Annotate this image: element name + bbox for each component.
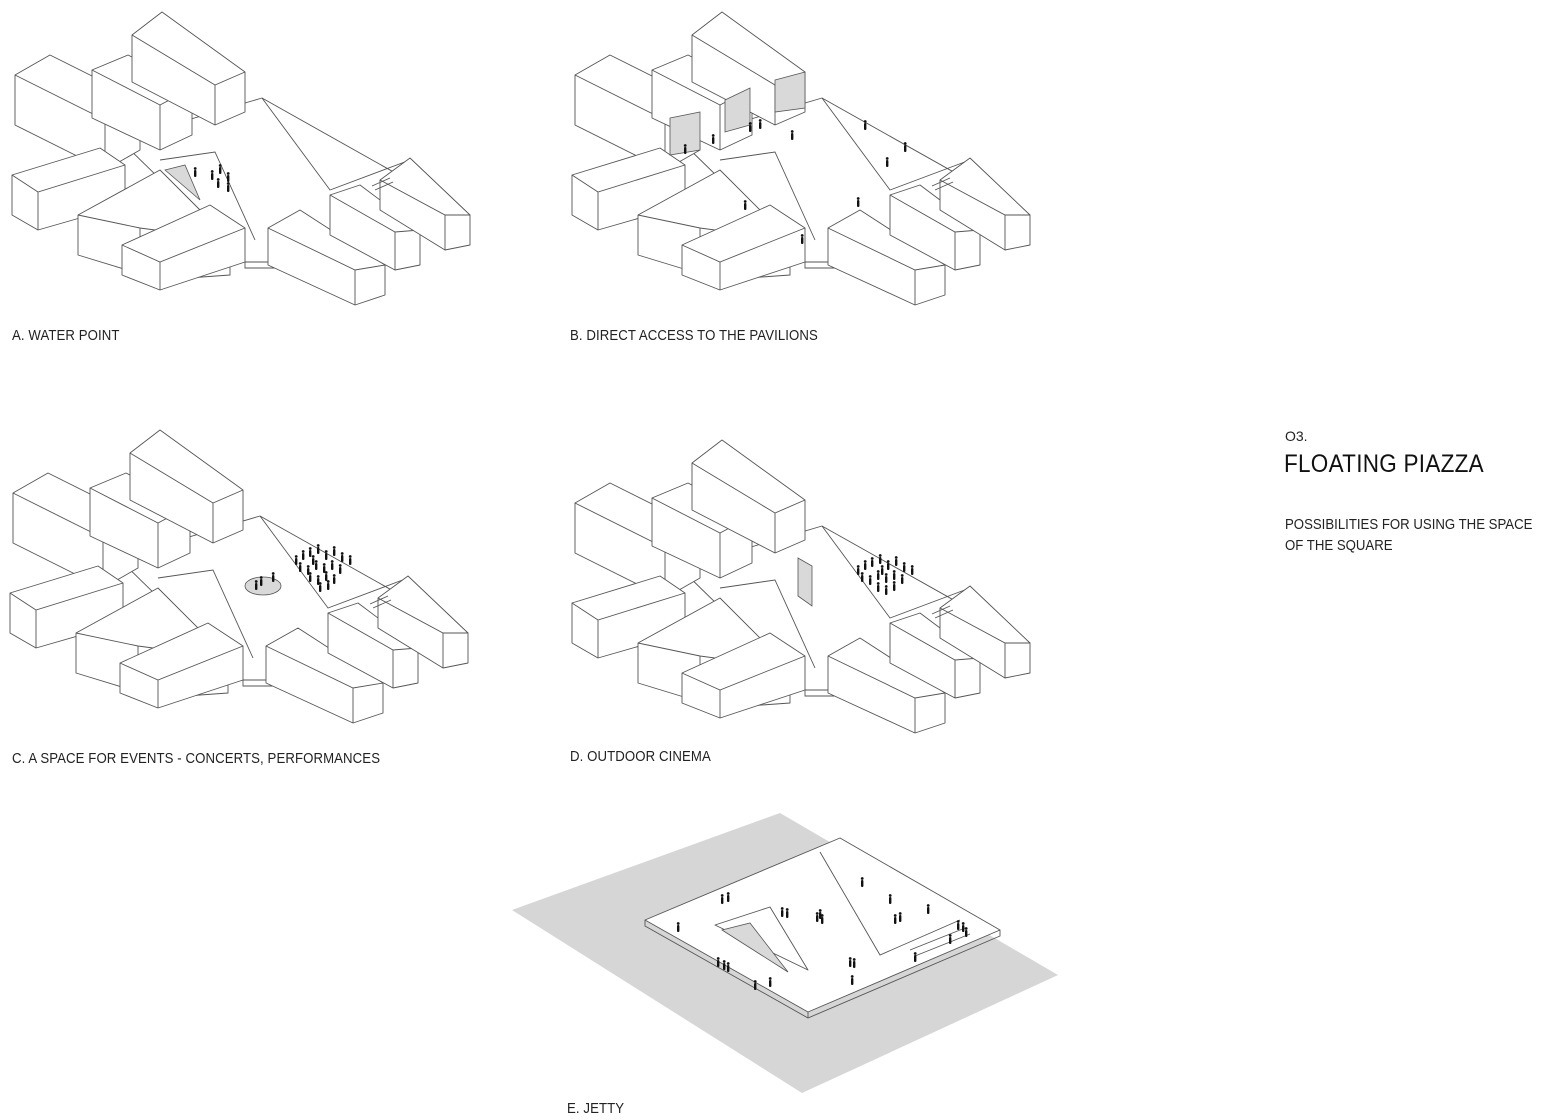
subtitle-line: POSSIBILITIES FOR USING THE SPACE bbox=[1285, 516, 1533, 533]
page-title: FLOATING PIAZZA bbox=[1284, 450, 1484, 478]
cinema-screen bbox=[797, 557, 813, 607]
panel-e-caption: E. JETTY bbox=[567, 1100, 625, 1117]
panel-d-drawing bbox=[571, 439, 1031, 734]
water-point-basin bbox=[720, 922, 789, 973]
panel-a-drawing bbox=[11, 11, 471, 306]
panel-b-drawing bbox=[571, 11, 1031, 306]
event-stage bbox=[244, 576, 282, 596]
pavilion-opening bbox=[774, 71, 806, 113]
page-subtitle: POSSIBILITIES FOR USING THE SPACE OF THE… bbox=[1285, 514, 1549, 556]
panel-b-caption: B. DIRECT ACCESS TO THE PAVILIONS bbox=[570, 327, 818, 344]
panel-c-caption: C. A SPACE FOR EVENTS - CONCERTS, PERFOR… bbox=[12, 750, 381, 767]
panel-c-drawing bbox=[9, 429, 469, 724]
panel-e-drawing bbox=[512, 813, 1058, 1093]
subtitle-line: OF THE SQUARE bbox=[1285, 537, 1393, 554]
section-number: O3. bbox=[1285, 428, 1308, 444]
panel-a-caption: A. WATER POINT bbox=[12, 327, 120, 344]
water-point-basin bbox=[164, 164, 201, 201]
pavilion-opening bbox=[669, 111, 701, 156]
panel-d-caption: D. OUTDOOR CINEMA bbox=[570, 748, 711, 765]
